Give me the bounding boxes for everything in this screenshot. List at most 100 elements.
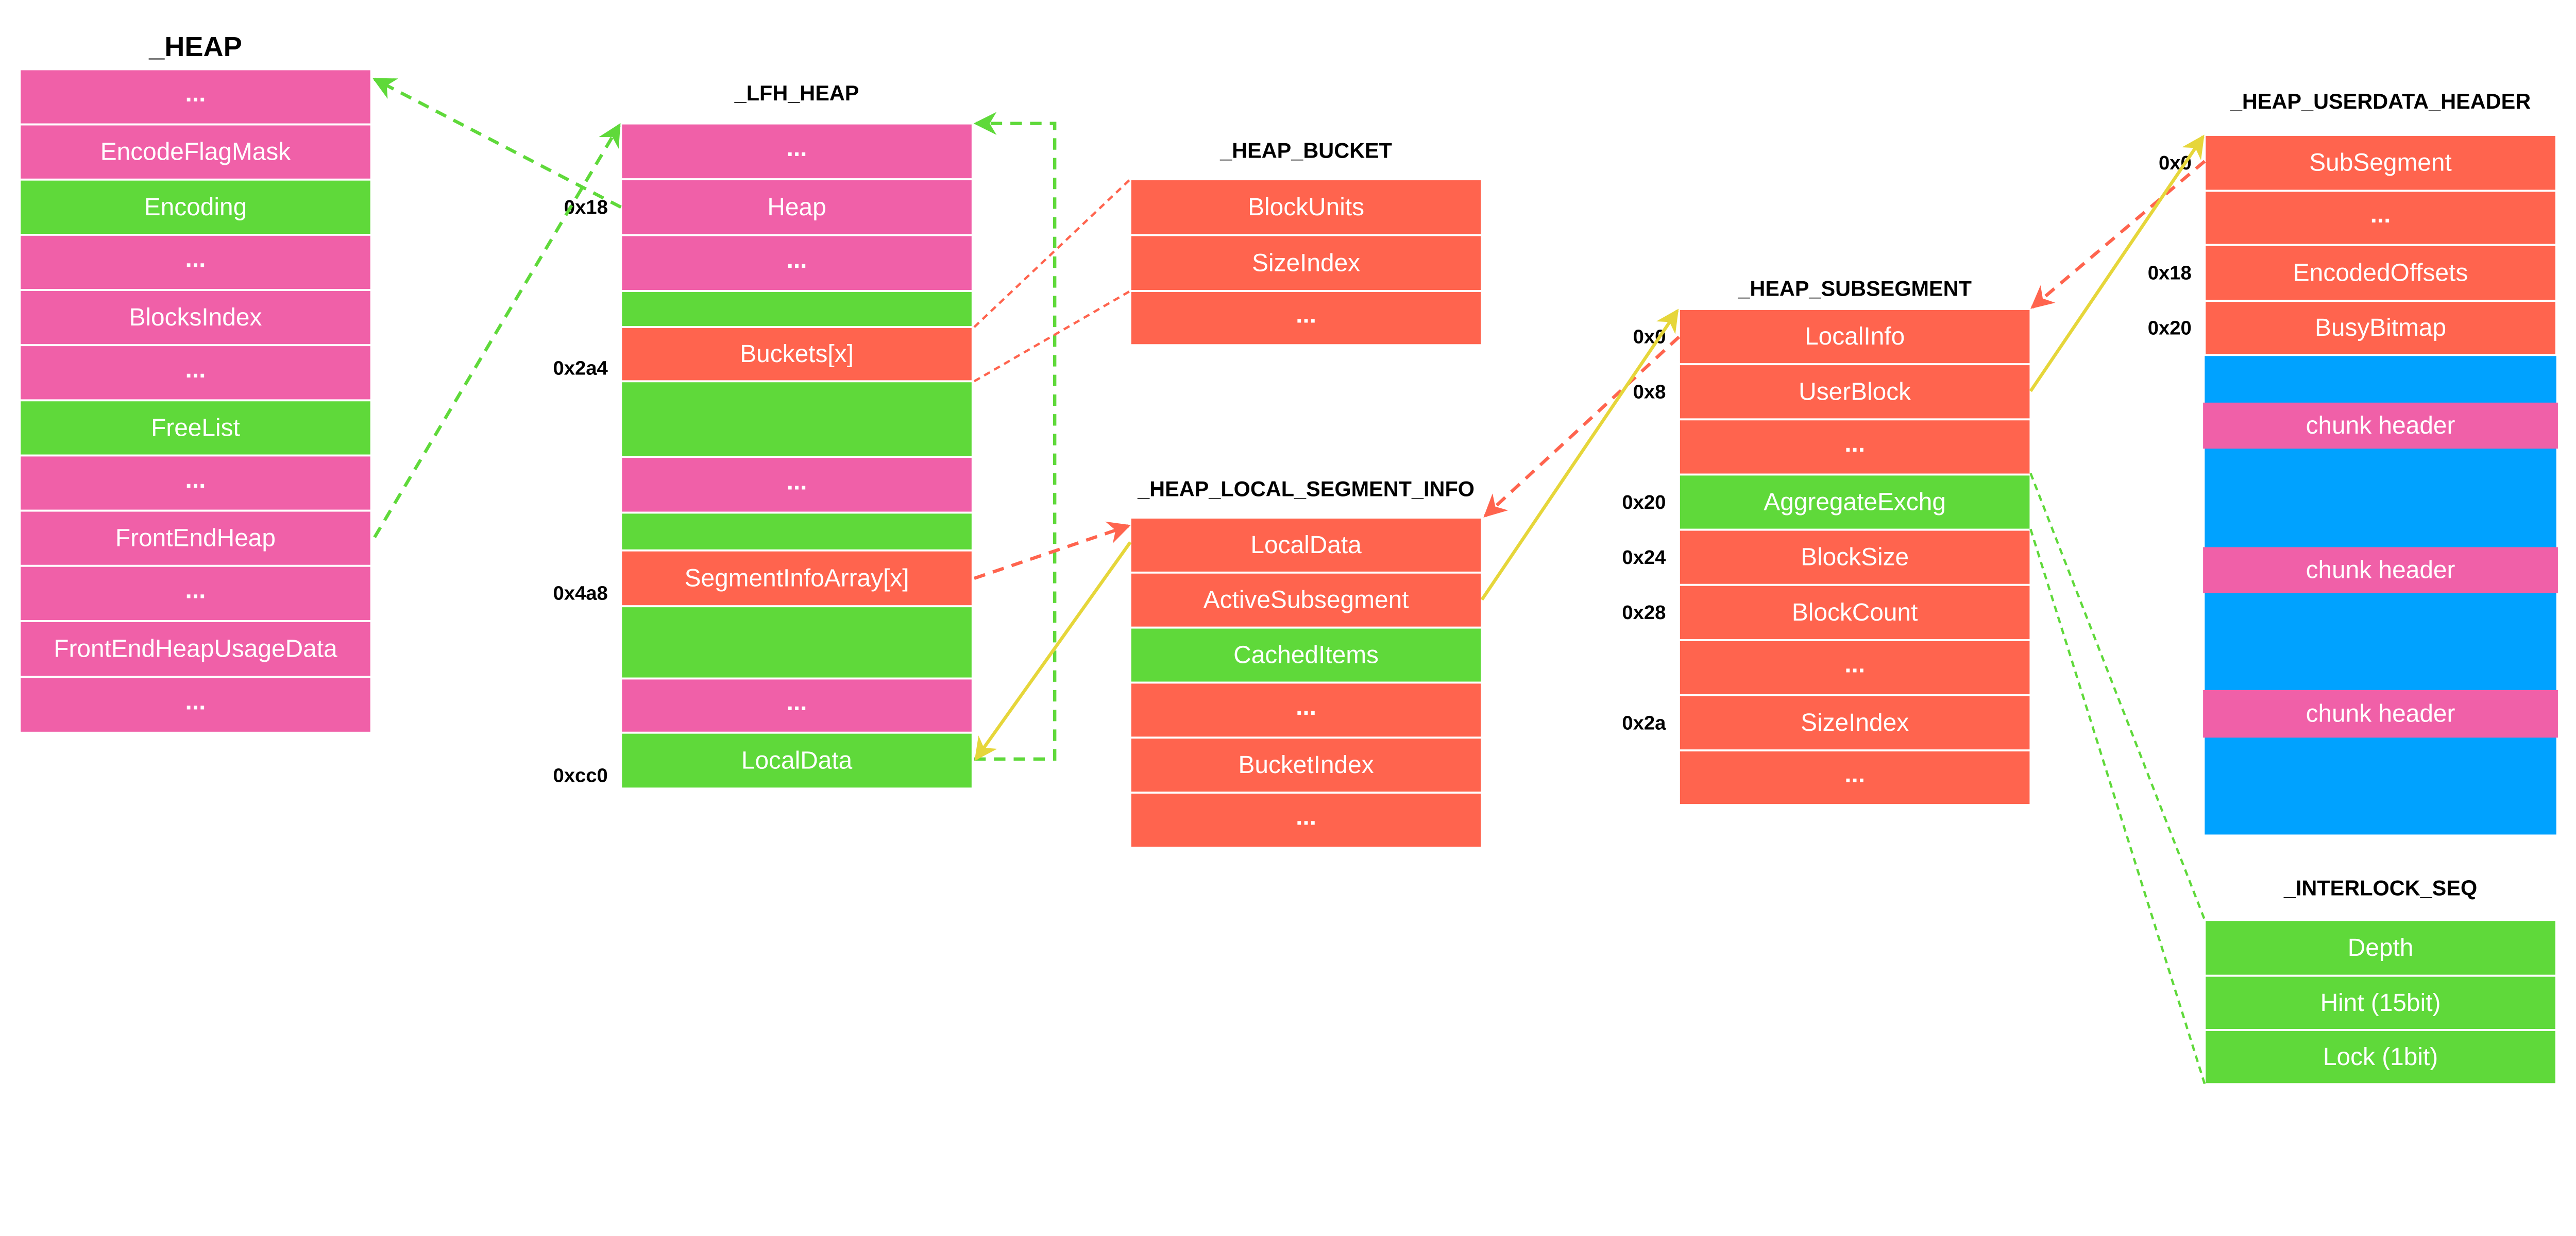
- field-row: UserBlock 0x8: [1633, 363, 2032, 421]
- field-row: ...: [19, 68, 372, 126]
- field-cell: [2204, 244, 2557, 302]
- field-label: ...: [185, 246, 206, 273]
- localinfo-to-lsi-arrow: [1483, 335, 1681, 518]
- field-label: FrontEndHeap: [115, 525, 276, 552]
- field-cell: [1129, 517, 1483, 574]
- field-row: Depth: [2204, 919, 2557, 977]
- field-row: FrontEndHeap: [19, 509, 372, 567]
- field-cell: [19, 178, 372, 236]
- field-row: ...: [19, 454, 372, 512]
- field-cell: [620, 605, 974, 680]
- field-cell: [620, 731, 974, 790]
- field-row: ...: [620, 677, 974, 734]
- field-cell: [19, 344, 372, 402]
- field-row: ...: [620, 456, 974, 514]
- field-label: BucketIndex: [1238, 751, 1374, 779]
- frontendheap-to-lfh-arrow: [373, 123, 621, 538]
- field-label: Heap: [767, 194, 826, 221]
- field-row: ...: [1678, 639, 2032, 696]
- chunk-header-label: chunk header: [2306, 700, 2455, 728]
- chunk-header-label: chunk header: [2306, 412, 2455, 439]
- field-label: LocalData: [741, 747, 853, 774]
- field-row: ...: [1129, 681, 1483, 739]
- field-offset: 0xcc0: [553, 764, 607, 786]
- field-label: Hint (15bit): [2320, 989, 2441, 1017]
- struct-subseg: _HEAP_SUBSEGMENTLocalInfo0x0UserBlock0x8…: [1622, 277, 2032, 806]
- field-row: FreeList: [19, 399, 372, 457]
- field-row: ...: [19, 344, 372, 402]
- field-row: ...: [1678, 749, 2032, 806]
- field-cell: [620, 290, 974, 329]
- field-cell: [2204, 1029, 2557, 1086]
- field-row: BlockUnits: [1129, 178, 1483, 236]
- field-label: Depth: [2348, 934, 2414, 962]
- field-offset: 0x2a: [1622, 712, 1666, 734]
- field-cell: [1129, 681, 1483, 739]
- field-label: EncodeFlagMask: [100, 139, 291, 166]
- field-cell: [2204, 974, 2557, 1031]
- field-label: ActiveSubsegment: [1204, 587, 1409, 614]
- activesubsegment-to-subsegment-arrow: [1480, 308, 1679, 601]
- struct-title: _HEAP_BUCKET: [1219, 139, 1392, 163]
- field-label: UserBlock: [1799, 378, 1911, 405]
- aggregateexchg-to-interlock-top-arrow: [2029, 473, 2206, 921]
- field-label: ...: [1844, 651, 1865, 678]
- field-cell: [620, 234, 974, 292]
- field-row: ...: [19, 233, 372, 291]
- field-label: ...: [1296, 301, 1316, 329]
- field-cell: [2204, 919, 2557, 977]
- field-cell: [620, 380, 974, 458]
- field-row: SizeIndex 0x2a: [1622, 694, 2032, 752]
- field-label: ...: [185, 688, 206, 715]
- field-offset: 0x8: [1633, 381, 1666, 403]
- field-cell: [620, 326, 974, 383]
- struct-title: _HEAP_SUBSEGMENT: [1737, 277, 1972, 301]
- field-label: Buckets[x]: [740, 340, 854, 368]
- field-cell: [1678, 749, 2032, 806]
- field-cell: [620, 549, 974, 608]
- field-row: ...: [620, 234, 974, 292]
- struct-heap: _HEAP...EncodeFlagMaskEncoding...BlocksI…: [19, 31, 372, 734]
- field-cell: [1129, 626, 1483, 684]
- field-cell: [1129, 736, 1483, 794]
- field-row: ...: [2204, 190, 2557, 246]
- userblock-to-userdata-arrow: [2029, 134, 2205, 392]
- field-label: ...: [1296, 803, 1316, 831]
- field-label: ...: [1844, 761, 1865, 788]
- field-row: ...: [1129, 290, 1483, 347]
- field-row: Lock (1bit): [2204, 1029, 2557, 1086]
- field-label: SizeIndex: [1801, 709, 1909, 736]
- field-row: LocalData: [1129, 517, 1483, 574]
- structures: _HEAP...EncodeFlagMaskEncoding...BlocksI…: [19, 31, 2558, 1086]
- field-label: BusyBitmap: [2315, 314, 2446, 341]
- field-offset: 0x2a4: [553, 357, 608, 380]
- field-cell: [19, 233, 372, 291]
- field-cell: [2204, 300, 2557, 356]
- field-label: ...: [787, 134, 807, 162]
- field-cell: [1678, 694, 2032, 752]
- chunk-header: [2203, 402, 2558, 449]
- field-cell: [1129, 290, 1483, 347]
- chunk-header-label: chunk header: [2306, 557, 2455, 584]
- struct-title: _HEAP: [148, 31, 242, 62]
- field-label: ...: [787, 246, 807, 273]
- field-offset: 0x4a8: [553, 582, 607, 604]
- field-label: SubSegment: [2309, 149, 2452, 177]
- field-cell: [620, 677, 974, 734]
- field-row: CachedItems: [1129, 626, 1483, 684]
- field-row: ...: [1678, 418, 2032, 476]
- field-row: Hint (15bit): [2204, 974, 2557, 1031]
- field-label: LocalData: [1250, 531, 1362, 559]
- field-row: [620, 511, 974, 552]
- field-row: LocalData 0xcc0: [553, 731, 974, 790]
- field-offset: 0x28: [1622, 602, 1666, 624]
- field-cell: [1129, 792, 1483, 849]
- field-row: BucketIndex: [1129, 736, 1483, 794]
- field-label: SegmentInfoArray[x]: [685, 565, 909, 592]
- field-row: ...: [19, 676, 372, 734]
- field-label: BlockUnits: [1248, 194, 1364, 221]
- lfh-heap-to-heap-arrow: [372, 77, 622, 209]
